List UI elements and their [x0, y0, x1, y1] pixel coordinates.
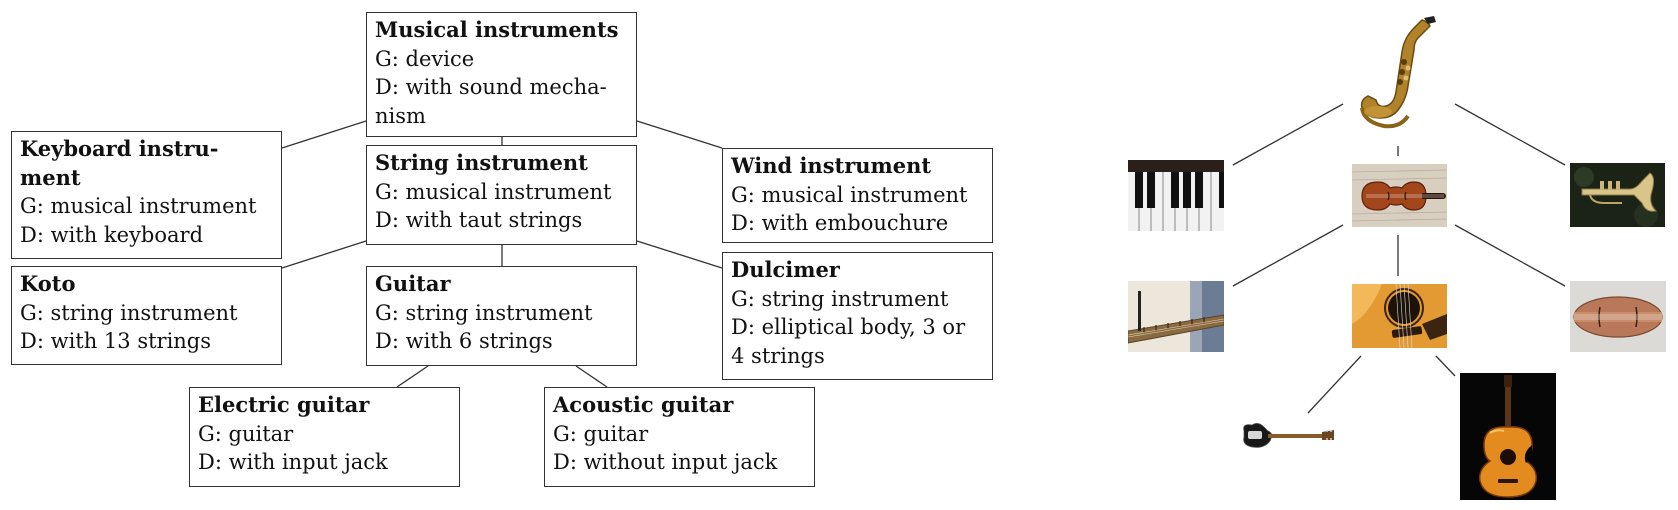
violin-image [1352, 164, 1447, 227]
node-keyboard-instrument: Keyboard instru- ment G: musical instrum… [11, 131, 282, 259]
dulcimer-image [1570, 281, 1666, 352]
node-genus: G: musical instrument [731, 182, 968, 207]
node-differentia: D: without input jack [553, 450, 778, 474]
node-musical-instruments: Musical instruments G: device D: with so… [366, 12, 637, 137]
link-violin-to-dulcimer [1454, 224, 1566, 287]
link-musical-to-keyboard [281, 120, 367, 149]
node-genus: G: guitar [553, 421, 649, 446]
node-title: Acoustic guitar [553, 392, 734, 417]
piano-keys-image [1128, 160, 1224, 231]
node-genus: G: string instrument [731, 286, 949, 311]
node-title: String instrument [375, 150, 588, 175]
node-title: Guitar [375, 271, 451, 296]
node-differentia: D: elliptical body, 3 or [731, 315, 966, 339]
node-differentia: D: with sound mecha- [375, 75, 607, 99]
node-genus: G: musical instrument [375, 179, 612, 204]
node-differentia-cont: 4 strings [731, 343, 825, 368]
link-guitar-to-electric-photo [1307, 355, 1362, 414]
acoustic-guitar-image [1460, 373, 1556, 500]
link-guitar-to-electric [396, 365, 429, 388]
saxophone-image [1348, 16, 1450, 134]
node-title: Wind instrument [731, 153, 932, 178]
node-genus: G: device [375, 46, 475, 71]
node-differentia: D: with 6 strings [375, 329, 553, 353]
node-genus: G: guitar [198, 421, 294, 446]
node-acoustic-guitar: Acoustic guitar G: guitar D: without inp… [544, 387, 815, 487]
node-genus: G: musical instrument [20, 194, 257, 218]
link-guitar-to-acoustic-photo [1435, 355, 1456, 377]
link-musical-to-wind [636, 120, 723, 149]
link-guitar-to-acoustic [575, 365, 608, 388]
node-title: Electric guitar [198, 392, 370, 417]
node-string-instrument: String instrument G: musical instrument … [366, 145, 637, 245]
node-title: Dulcimer [731, 257, 840, 282]
electric-guitar-image [1240, 419, 1335, 453]
link-violin-to-koto [1232, 224, 1344, 287]
node-genus: G: string instrument [375, 300, 593, 325]
link-sax-to-trumpet [1454, 103, 1566, 166]
node-differentia: D: with keyboard [20, 222, 204, 247]
link-sax-to-piano [1232, 103, 1344, 166]
node-differentia: D: with input jack [198, 450, 388, 474]
node-genus: G: string instrument [20, 300, 238, 325]
node-title: Keyboard instru- [20, 136, 219, 161]
node-title-cont: ment [20, 164, 81, 190]
node-differentia: D: with 13 strings [20, 329, 212, 353]
link-string-to-dulcimer [636, 240, 723, 269]
node-differentia: D: with taut strings [375, 208, 583, 232]
guitar-closeup-image [1352, 284, 1447, 348]
link-string-to-koto [281, 240, 367, 269]
node-koto: Koto G: string instrument D: with 13 str… [11, 266, 282, 365]
trumpet-image [1570, 163, 1665, 227]
koto-image [1128, 281, 1224, 352]
node-differentia-cont: nism [375, 103, 426, 128]
node-wind-instrument: Wind instrument G: musical instrument D:… [722, 148, 993, 243]
node-title: Koto [20, 271, 76, 296]
node-differentia: D: with embouchure [731, 211, 949, 235]
node-electric-guitar: Electric guitar G: guitar D: with input … [189, 387, 460, 487]
node-dulcimer: Dulcimer G: string instrument D: ellipti… [722, 252, 993, 380]
node-guitar: Guitar G: string instrument D: with 6 st… [366, 266, 637, 366]
node-title: Musical instruments [375, 17, 619, 42]
